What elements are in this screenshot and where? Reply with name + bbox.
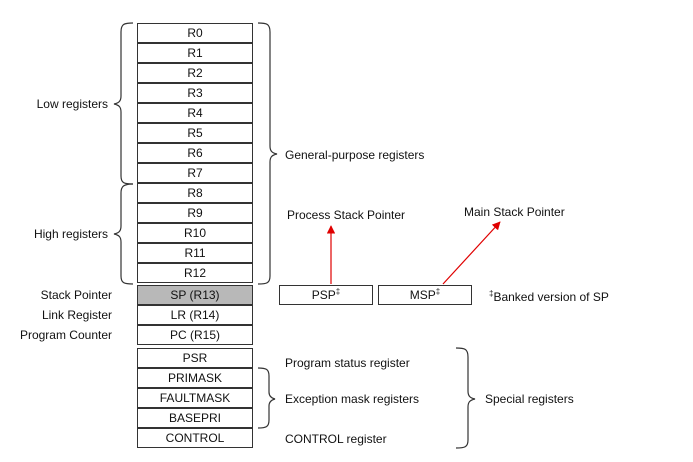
low-registers-label: Low registers — [36, 97, 108, 111]
main-stack-pointer-label: Main Stack Pointer — [464, 205, 565, 219]
register-basepri: BASEPRI — [137, 408, 253, 428]
high-registers-brace — [113, 183, 134, 285]
register-pc-r15: PC (R15) — [137, 325, 253, 345]
high-registers-label: High registers — [33, 227, 108, 241]
register-r4: R4 — [137, 103, 253, 123]
psr-label: Program status register — [285, 356, 410, 370]
special-registers-label: Special registers — [485, 392, 574, 406]
register-primask: PRIMASK — [137, 368, 253, 388]
side-label-link-register: Link Register — [41, 308, 112, 322]
side-label-program-counter: Program Counter — [19, 328, 112, 342]
register-r12: R12 — [137, 263, 253, 283]
msp-arrow — [442, 221, 501, 285]
general-purpose-brace — [257, 22, 278, 285]
general-purpose-label: General-purpose registers — [285, 148, 425, 162]
register-r2: R2 — [137, 63, 253, 83]
exception-mask-label: Exception mask registers — [285, 392, 420, 406]
register-r11: R11 — [137, 243, 253, 263]
register-r9: R9 — [137, 203, 253, 223]
banked-note: ‡Banked version of SP — [489, 289, 609, 305]
register-r3: R3 — [137, 83, 253, 103]
register-sp-r13: SP (R13) — [137, 285, 253, 305]
side-label-stack-pointer: Stack Pointer — [40, 288, 112, 302]
msp-box: MSP‡ — [378, 285, 472, 305]
special-registers-brace — [455, 347, 476, 449]
register-psr: PSR — [137, 348, 253, 368]
register-control: CONTROL — [137, 428, 253, 448]
register-faultmask: FAULTMASK — [137, 388, 253, 408]
register-r7: R7 — [137, 163, 253, 183]
psp-box: PSP‡ — [279, 285, 373, 305]
control-register-label: CONTROL register — [285, 432, 387, 446]
process-stack-pointer-label: Process Stack Pointer — [287, 208, 406, 222]
low-registers-brace — [113, 22, 134, 185]
register-r10: R10 — [137, 223, 253, 243]
exception-mask-brace — [257, 367, 276, 429]
register-r6: R6 — [137, 143, 253, 163]
register-r1: R1 — [137, 43, 253, 63]
register-r8: R8 — [137, 183, 253, 203]
register-r5: R5 — [137, 123, 253, 143]
register-r0: R0 — [137, 23, 253, 43]
register-lr-r14: LR (R14) — [137, 305, 253, 325]
